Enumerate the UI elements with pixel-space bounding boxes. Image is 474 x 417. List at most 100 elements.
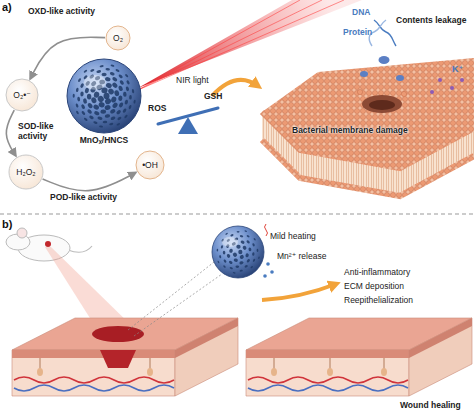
lipid-row bbox=[262, 140, 474, 196]
membrane-pore bbox=[369, 100, 395, 110]
skin-side bbox=[175, 318, 238, 396]
nanozyme-sphere bbox=[212, 226, 264, 278]
sphere-pore bbox=[240, 270, 243, 272]
balance-label: ROS bbox=[148, 104, 166, 114]
sphere-pore bbox=[235, 265, 239, 268]
ion-dot bbox=[460, 78, 464, 82]
sphere-pore bbox=[87, 109, 93, 115]
sphere-pore bbox=[217, 261, 219, 264]
epidermis-layer bbox=[409, 318, 472, 358]
balance-label: GSH bbox=[204, 92, 222, 102]
leakage-label: Contents leakage bbox=[396, 16, 466, 26]
sphere-pore bbox=[73, 94, 75, 98]
sphere-pore bbox=[216, 249, 218, 252]
sphere-pore bbox=[104, 104, 111, 110]
sphere-pore bbox=[129, 95, 132, 100]
sphere-pore bbox=[246, 235, 250, 238]
membrane-bilayer bbox=[262, 112, 474, 196]
ion-dot bbox=[266, 262, 270, 266]
sphere-pore bbox=[252, 243, 255, 247]
sphere-pore bbox=[223, 265, 226, 268]
sphere-highlight bbox=[222, 237, 238, 247]
sphere-pore bbox=[229, 267, 233, 270]
sphere-pore bbox=[253, 238, 256, 241]
reaction-arrow bbox=[6, 110, 16, 156]
sphere-body bbox=[67, 59, 141, 133]
species-circle: H₂O₂ bbox=[8, 154, 44, 190]
sphere-pore bbox=[87, 102, 94, 109]
sphere-pore bbox=[229, 248, 233, 253]
ion-label: K⁺ bbox=[452, 64, 463, 74]
sphere-pore bbox=[110, 116, 116, 121]
sphere-pore bbox=[93, 91, 99, 98]
ion-dot bbox=[438, 78, 442, 82]
heat-wave bbox=[265, 224, 268, 236]
sphere-pore bbox=[124, 114, 128, 118]
skin-side bbox=[409, 318, 472, 396]
epidermis-layer bbox=[12, 350, 175, 358]
sphere-pore bbox=[89, 115, 95, 120]
species-label: O₂•⁻ bbox=[13, 90, 30, 100]
circle-body bbox=[9, 155, 43, 189]
sphere-pore bbox=[103, 121, 108, 124]
sphere-pore bbox=[220, 245, 223, 249]
result-label: Wound healing bbox=[400, 401, 461, 411]
sphere-pore bbox=[237, 231, 240, 233]
sphere-pore bbox=[223, 259, 227, 263]
dermis-layer bbox=[246, 350, 409, 396]
reaction-arrow bbox=[30, 37, 105, 79]
ion-dot bbox=[263, 274, 267, 278]
epidermis-layer bbox=[246, 350, 409, 358]
sphere-pore bbox=[246, 240, 250, 244]
sphere-pore bbox=[104, 97, 112, 105]
sphere-pore bbox=[240, 240, 245, 244]
outcome-label: Reepithelialization bbox=[344, 296, 413, 306]
sphere-pore bbox=[102, 73, 107, 76]
sphere-pore bbox=[125, 73, 129, 77]
sphere-pore bbox=[248, 247, 252, 251]
mouse-tail bbox=[68, 246, 92, 252]
nanozyme-sphere: MnOₓ/HNCS bbox=[66, 58, 142, 134]
pore-group bbox=[216, 230, 260, 274]
pore-group bbox=[73, 64, 136, 128]
outcome-label: Anti-inflammatory bbox=[344, 268, 410, 278]
blood-vessel bbox=[14, 385, 174, 391]
circle-body bbox=[106, 26, 130, 50]
sphere-pore bbox=[225, 232, 228, 235]
sphere-pore bbox=[98, 101, 105, 108]
hair-follicle bbox=[147, 368, 153, 376]
sphere-pore bbox=[104, 93, 110, 99]
content-label: DNA bbox=[352, 8, 370, 18]
sphere-pore bbox=[96, 70, 101, 74]
sphere-pore bbox=[239, 261, 244, 265]
loose-lipid bbox=[401, 91, 406, 96]
activity-label: SOD-like activity bbox=[18, 122, 68, 142]
sphere-pore bbox=[109, 71, 115, 76]
sphere-pore bbox=[77, 78, 81, 83]
sphere-pore bbox=[115, 69, 120, 73]
sphere-pore bbox=[101, 87, 108, 93]
sphere-pore bbox=[87, 94, 92, 100]
sphere-pore bbox=[105, 114, 111, 118]
light-ray bbox=[138, 0, 322, 90]
panel-letter: b) bbox=[2, 218, 12, 231]
sphere-pore bbox=[97, 116, 103, 120]
sphere-pore bbox=[83, 117, 88, 121]
sphere-pore bbox=[232, 252, 238, 258]
species-label: H₂O₂ bbox=[16, 167, 35, 177]
sphere-pore bbox=[244, 265, 248, 269]
sphere-pore bbox=[245, 253, 249, 258]
sphere-pore bbox=[240, 235, 244, 238]
sphere-pore bbox=[244, 230, 247, 232]
sphere-pore bbox=[246, 258, 250, 263]
sphere-pore bbox=[90, 68, 95, 72]
sphere-outline bbox=[66, 58, 142, 134]
sphere-pore bbox=[110, 64, 114, 67]
sphere-pore bbox=[80, 83, 85, 89]
hair-follicle bbox=[327, 368, 333, 376]
dermis-layer bbox=[12, 350, 175, 396]
sphere-pore bbox=[233, 272, 236, 274]
hair-follicle bbox=[37, 368, 43, 376]
